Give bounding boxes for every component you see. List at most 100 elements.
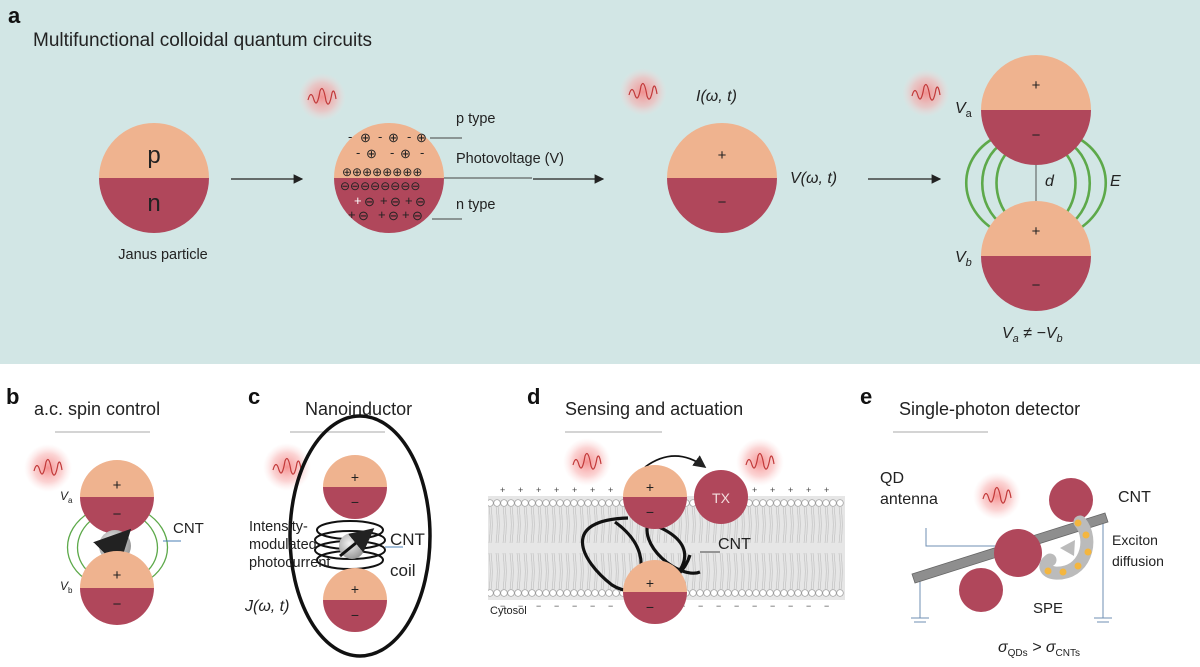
svg-text:−: − — [788, 601, 793, 611]
svg-text:⊕: ⊕ — [388, 130, 399, 145]
tx-molecule — [694, 470, 748, 524]
svg-text:+: + — [500, 485, 505, 495]
spe-label: SPE — [1033, 600, 1063, 617]
svg-text:+: + — [348, 207, 356, 222]
cytosol-label: Cytosol — [490, 605, 527, 617]
svg-text:-: - — [420, 145, 424, 160]
panel-e-title: Single-photon detector — [899, 399, 1080, 419]
panel-d-title: Sensing and actuation — [565, 399, 743, 419]
svg-text:−: − — [716, 601, 721, 611]
svg-text:−: − — [824, 601, 829, 611]
svg-text:+: + — [402, 207, 410, 222]
svg-text:+: + — [554, 485, 559, 495]
panel-c-title: Nanoinductor — [305, 399, 412, 419]
svg-text:+: + — [354, 193, 362, 208]
lower-particle — [981, 201, 1091, 311]
svg-text:−: − — [536, 601, 541, 611]
svg-text:−: − — [572, 601, 577, 611]
svg-text:−: − — [806, 601, 811, 611]
svg-text:⊖: ⊖ — [358, 208, 369, 223]
svg-text:⊖: ⊖ — [388, 208, 399, 223]
c-coil-label: coil — [390, 561, 416, 580]
svg-text:+: + — [752, 485, 757, 495]
p-label: p — [147, 142, 160, 169]
svg-text:+: + — [378, 207, 386, 222]
charged-janus-particle — [334, 123, 444, 233]
upper-minus: − — [1032, 127, 1041, 144]
svg-text:⊕⊕⊕⊕⊕⊕⊕⊕: ⊕⊕⊕⊕⊕⊕⊕⊕ — [342, 165, 422, 179]
n-type-label: n type — [456, 197, 496, 213]
b-cnt-label: CNT — [173, 520, 204, 537]
svg-text:⊖: ⊖ — [415, 194, 426, 209]
c-upper-particle — [323, 455, 387, 519]
d-upper-minus: − — [646, 504, 654, 520]
exciton-dots — [1044, 519, 1092, 576]
upper-particle — [981, 55, 1091, 165]
p-type-label: p type — [456, 111, 496, 127]
svg-text:−: − — [518, 601, 523, 611]
upper-plus: + — [1032, 77, 1041, 94]
panel-e-letter: e — [860, 384, 872, 409]
charge-carriers: -⊕-⊕-⊕ -⊕-⊕- ⊕⊕⊕⊕⊕⊕⊕⊕ ⊖⊖⊖⊖⊖⊖⊖⊖ +⊖+⊖+⊖ +⊖… — [340, 129, 427, 223]
qd-large — [994, 529, 1042, 577]
photovoltage-label: Photovoltage (V) — [456, 151, 564, 167]
svg-text:-: - — [407, 129, 411, 144]
svg-text:+: + — [788, 485, 793, 495]
svg-text:⊖: ⊖ — [390, 194, 401, 209]
b-vb-label: Vb — [60, 579, 73, 595]
qd-top — [1049, 478, 1093, 522]
d-lower-minus: − — [646, 599, 654, 615]
photon-icon-e — [972, 471, 1022, 521]
b-upper-minus: − — [113, 506, 122, 523]
j-label: J(ω, t) — [244, 598, 289, 615]
svg-text:⊖⊖⊖⊖⊖⊖⊖⊖: ⊖⊖⊖⊖⊖⊖⊖⊖ — [340, 179, 420, 193]
c-cnt-label: CNT — [390, 530, 425, 549]
d-cnt-label: CNT — [718, 536, 751, 553]
lower-minus: − — [1032, 277, 1041, 294]
va-label: Va — [955, 100, 973, 120]
svg-text:+: + — [405, 193, 413, 208]
svg-text:⊕: ⊕ — [400, 146, 411, 161]
d-label: d — [1045, 173, 1055, 190]
e-field-label: E — [1110, 173, 1121, 190]
c-lower-plus: + — [351, 581, 359, 597]
cross-section-label: σQDs > σCNTs — [998, 639, 1080, 659]
d-lower-particle — [623, 560, 687, 624]
minus-sign: − — [718, 194, 727, 211]
exciton-path — [1039, 515, 1094, 580]
photocurrent-line-2: modulated — [249, 537, 317, 553]
svg-text:+: + — [590, 485, 595, 495]
b-lower-particle — [80, 551, 154, 625]
svg-text:−: − — [500, 601, 505, 611]
svg-text:+: + — [824, 485, 829, 495]
janus-particle — [99, 123, 209, 233]
svg-text:⊖: ⊖ — [364, 194, 375, 209]
cnt-loop — [288, 414, 432, 658]
b-lower-minus: − — [113, 596, 122, 613]
svg-text:−: − — [770, 601, 775, 611]
svg-text:−: − — [554, 601, 559, 611]
svg-text:-: - — [378, 129, 382, 144]
svg-text:+: + — [608, 485, 613, 495]
coil-arrow — [339, 528, 375, 558]
panel-d-letter: d — [527, 384, 540, 409]
svg-text:⊕: ⊕ — [366, 146, 377, 161]
svg-text:+: + — [770, 485, 775, 495]
svg-text:+: + — [572, 485, 577, 495]
current-label: I(ω, t) — [696, 88, 737, 105]
vb-label: Vb — [955, 249, 972, 269]
photocurrent-line-3: photocurrent — [249, 555, 330, 571]
voltage-label: V(ω, t) — [790, 170, 837, 187]
plus-sign: + — [718, 147, 727, 164]
c-lower-minus: − — [351, 607, 359, 623]
photon-icon-d2 — [735, 437, 785, 487]
photon-icon-b — [23, 443, 73, 493]
d-upper-plus: + — [646, 479, 654, 495]
exciton-line-2: diffusion — [1112, 553, 1164, 569]
d-upper-particle — [623, 465, 687, 529]
inequality-label: Va ≠ −Vb — [1002, 325, 1063, 345]
svg-text:+: + — [380, 193, 388, 208]
actuation-arrow — [644, 455, 707, 468]
exciton-line-1: Exciton — [1112, 532, 1158, 548]
